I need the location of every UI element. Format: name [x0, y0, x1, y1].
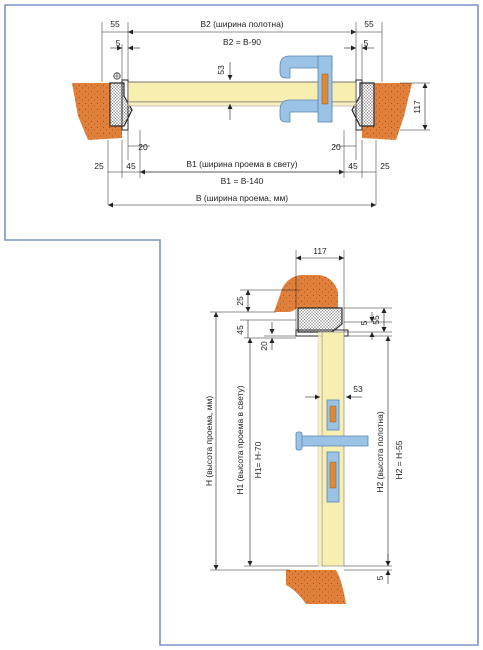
lock-slot-lower [329, 461, 337, 489]
plan-view: B2 (ширина полотна) B2 = B-90 55 55 5 5 … [72, 19, 430, 208]
section-dim-53: 53 [353, 384, 363, 394]
section-dim-45: 45 [235, 325, 245, 335]
section-dim-117: 117 [313, 246, 327, 256]
plan-dim-25-right: 25 [380, 161, 390, 171]
frame-seal-right [351, 82, 375, 127]
frame-seal-left [109, 82, 133, 127]
wall-top [274, 275, 338, 312]
screw-slot [114, 73, 120, 79]
section-view: 117 H (высота проема, мм) 25 45 20 H1 (в… [204, 246, 404, 604]
plan-dim-5-right: 5 [364, 38, 369, 48]
plan-dim-5-left: 5 [116, 38, 121, 48]
door-leaf-vertical [321, 331, 345, 567]
plan-dim-53: 53 [216, 65, 226, 75]
section-dim-25: 25 [235, 296, 245, 306]
plan-dim-45-left: 45 [126, 161, 136, 171]
plan-b-label: B (ширина проема, мм) [196, 193, 288, 203]
plan-b2-formula: B2 = B-90 [223, 37, 261, 47]
plan-dim-55-right: 55 [364, 19, 374, 29]
plan-dim-117: 117 [412, 100, 422, 114]
section-h2-label: H2 (высота полотна) [375, 411, 385, 493]
lock-slot-upper [329, 405, 337, 423]
plan-dim-20-right: 20 [331, 142, 341, 152]
section-dim-5-top: 5 [359, 320, 369, 325]
handle-lever [297, 435, 369, 447]
section-dim-5-bottom: 5 [375, 575, 385, 580]
section-dim-55: 55 [371, 315, 381, 325]
section-h1-label: H1 (высота проема в свету) [235, 385, 245, 494]
plan-b1-label: B1 (ширина проема в свету) [186, 159, 297, 169]
plan-b2-label: B2 (ширина полотна) [200, 19, 283, 29]
wall-bottom [286, 570, 346, 604]
leaf-side [127, 101, 357, 107]
section-h2-formula: H2 = H-55 [394, 440, 404, 479]
section-h-label: H (высота проема, мм) [204, 396, 214, 486]
section-dim-20: 20 [259, 341, 269, 351]
plan-dim-55-left: 55 [110, 19, 120, 29]
plan-dim-20-left: 20 [138, 142, 148, 152]
frame-outline [4, 4, 479, 646]
frame-seal-top [297, 307, 343, 333]
plan-dim-25-left: 25 [94, 161, 104, 171]
lock-body [321, 73, 329, 105]
plan-dim-45-right: 45 [348, 161, 358, 171]
plan-b1-formula: B1 = B-140 [221, 176, 264, 186]
handle-knob-left [295, 431, 303, 451]
section-h1-formula: H1= H-70 [253, 441, 263, 478]
door-leaf-edge [317, 331, 323, 567]
